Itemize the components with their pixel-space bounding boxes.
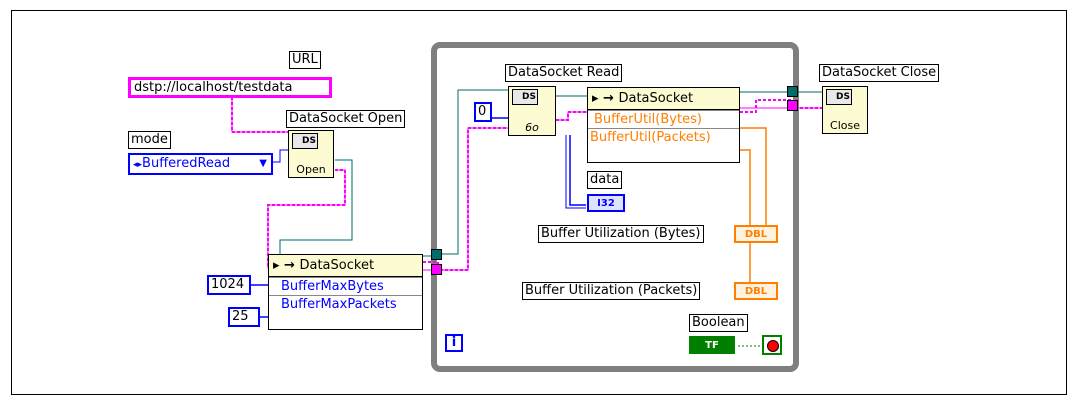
url-string-constant[interactable]: dstp://localhost/testdata: [128, 77, 332, 98]
buffer-bytes-dbl-indicator[interactable]: DBL: [734, 225, 778, 243]
buffer-packets-label: Buffer Utilization (Packets): [522, 282, 701, 300]
mode-wire: [270, 149, 290, 163]
url-tunnel-in: [431, 264, 442, 275]
ds-open-sub: Open: [296, 163, 326, 176]
data-wire: [569, 135, 586, 206]
stop-condition-terminal[interactable]: [762, 335, 782, 355]
mode-label: mode: [128, 131, 171, 149]
ds-write-class: DataSocket: [299, 258, 375, 273]
ds-read-prop-row-0[interactable]: BufferUtil(Bytes): [588, 110, 739, 128]
ds-read-node[interactable]: DS 6o: [508, 86, 556, 136]
ds-close-icon: DS: [826, 89, 852, 105]
enum-arrows-icon: ◂▸: [133, 160, 143, 170]
url-label: URL: [289, 51, 321, 69]
ds-icon: DS: [292, 133, 318, 149]
loop-iteration-terminal: i: [445, 334, 463, 352]
ds-read-class: DataSocket: [618, 91, 694, 106]
buffer-bytes-label: Buffer Utilization (Bytes): [538, 225, 704, 243]
boolean-label: Boolean: [689, 314, 748, 332]
refnum-tunnel-out: [787, 86, 798, 97]
ds-write-prop-row-1[interactable]: BufferMaxPackets: [269, 295, 422, 313]
ds-read-label: DataSocket Read: [505, 64, 623, 82]
max-packets-constant[interactable]: 25: [228, 307, 260, 327]
refnum-tunnel-in: [431, 249, 442, 260]
ds-close-label: DataSocket Close: [819, 64, 940, 82]
ds-write-prop-row-0[interactable]: BufferMaxBytes: [269, 277, 422, 295]
ds-read-prop-header: ▸ → DataSocket: [588, 88, 739, 110]
glasses-icon: 6o: [525, 121, 539, 134]
mode-enum-constant[interactable]: ◂▸BufferedRead ▼: [128, 153, 273, 175]
stop-icon: [767, 340, 779, 352]
data-wire-2: [565, 135, 586, 209]
dropdown-icon[interactable]: ▼: [259, 158, 267, 169]
ref-icon-2: ▸ →: [592, 91, 619, 106]
ds-write-prop-0: BufferMaxBytes: [281, 279, 384, 294]
boolean-control[interactable]: TF: [689, 336, 735, 354]
ds-read-prop-0: BufferUtil(Bytes): [594, 112, 702, 127]
ref-icon: ▸ →: [273, 258, 300, 273]
ds-write-prop-1: BufferMaxPackets: [281, 297, 397, 312]
max-bytes-constant[interactable]: 1024: [207, 275, 251, 295]
ds-open-label: DataSocket Open: [286, 110, 406, 128]
ds-write-property-node[interactable]: ▸ → DataSocket BufferMaxBytes BufferMaxP…: [268, 254, 423, 330]
while-loop-border: [431, 42, 799, 372]
ds-write-prop-header: ▸ → DataSocket: [269, 255, 422, 277]
data-i32-indicator[interactable]: I32: [587, 194, 625, 212]
data-label: data: [587, 171, 623, 189]
buffer-packets-dbl-indicator[interactable]: DBL: [734, 282, 778, 300]
ds-close-node[interactable]: DS Close: [822, 86, 868, 134]
ds-read-property-node[interactable]: ▸ → DataSocket BufferUtil(Bytes) BufferU…: [587, 87, 740, 163]
bytes-util-wire: [740, 127, 778, 235]
ds-read-icon: DS: [512, 89, 538, 105]
ds-read-prop-1: BufferUtil(Packets): [590, 130, 711, 145]
ds-open-node[interactable]: DS Open: [288, 130, 334, 178]
packets-util-wire: [734, 149, 751, 291]
ds-read-prop-row-1[interactable]: BufferUtil(Packets): [588, 128, 739, 146]
url-tunnel-out: [787, 100, 798, 111]
mode-value: BufferedRead: [142, 156, 231, 171]
timeout-constant[interactable]: 0: [474, 102, 492, 122]
ds-close-sub: Close: [830, 119, 860, 132]
